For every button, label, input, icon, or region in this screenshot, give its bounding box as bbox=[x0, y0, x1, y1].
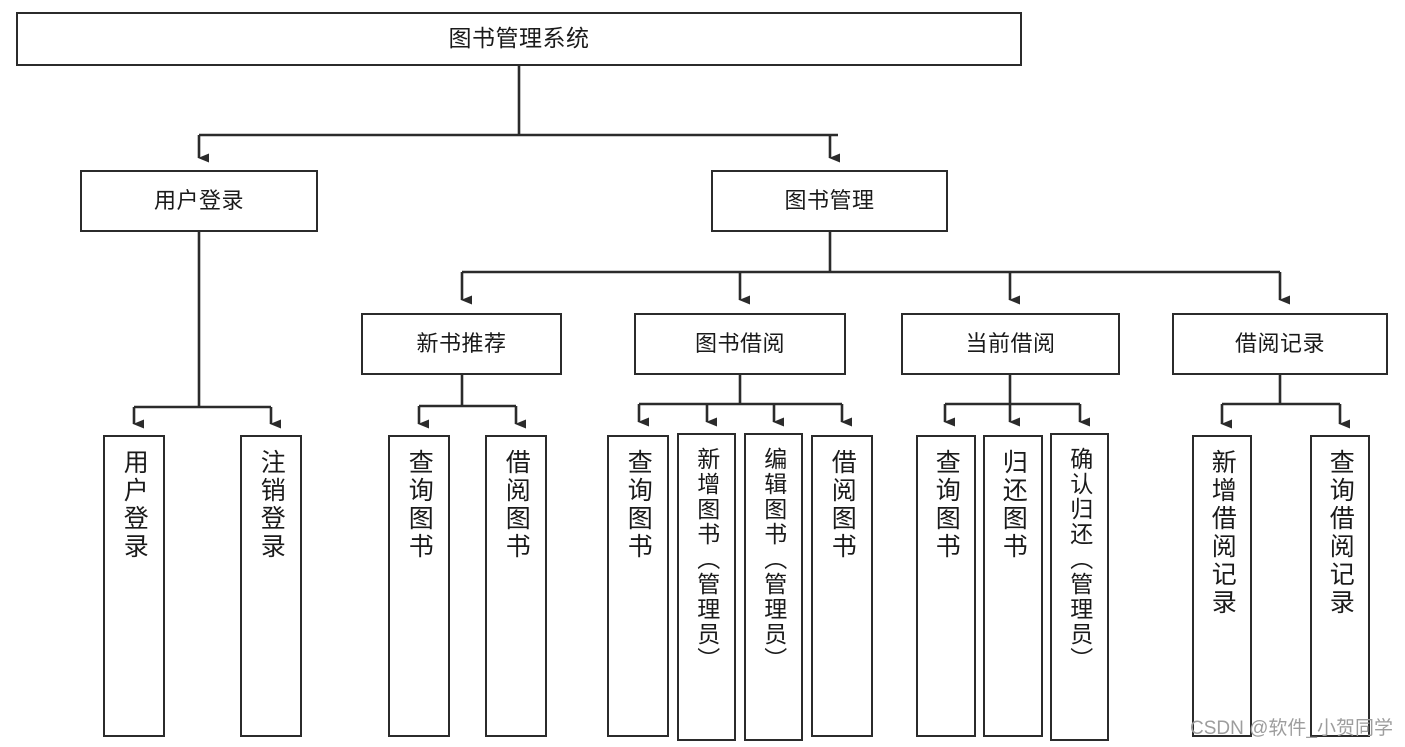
node-current-borrow[interactable]: 当前借阅 bbox=[901, 313, 1120, 375]
leaf-new-book-query[interactable]: 查询图书 bbox=[388, 435, 450, 737]
leaf-borrow-edit-book-admin[interactable]: 编辑图书（管理员） bbox=[744, 433, 803, 741]
leaf-label: 查询借阅记录 bbox=[1326, 449, 1355, 617]
leaf-borrow-add-book-admin[interactable]: 新增图书（管理员） bbox=[677, 433, 736, 741]
node-book-management-label: 图书管理 bbox=[784, 187, 875, 213]
leaf-current-confirm-return-admin[interactable]: 确认归还（管理员） bbox=[1050, 433, 1109, 741]
node-book-borrow[interactable]: 图书借阅 bbox=[634, 313, 846, 375]
node-root[interactable]: 图书管理系统 bbox=[16, 12, 1022, 66]
node-current-borrow-label: 当前借阅 bbox=[965, 330, 1056, 356]
leaf-label: 借阅图书 bbox=[828, 449, 857, 561]
leaf-label: 新增借阅记录 bbox=[1208, 449, 1237, 617]
node-new-book-recommend-label: 新书推荐 bbox=[416, 330, 507, 356]
leaf-label: 用户登录 bbox=[120, 449, 149, 561]
leaf-records-query-record[interactable]: 查询借阅记录 bbox=[1310, 435, 1370, 737]
node-book-borrow-label: 图书借阅 bbox=[694, 330, 785, 356]
leaf-user-login-signout[interactable]: 注销登录 bbox=[240, 435, 302, 737]
watermark: CSDN @软件_小贺同学 bbox=[1190, 718, 1393, 739]
node-user-login-label: 用户登录 bbox=[153, 187, 244, 213]
node-borrow-records-label: 借阅记录 bbox=[1234, 330, 1325, 356]
node-book-management[interactable]: 图书管理 bbox=[711, 170, 948, 232]
leaf-new-book-borrow[interactable]: 借阅图书 bbox=[485, 435, 547, 737]
node-borrow-records[interactable]: 借阅记录 bbox=[1172, 313, 1388, 375]
node-new-book-recommend[interactable]: 新书推荐 bbox=[361, 313, 562, 375]
leaf-borrow-query-book[interactable]: 查询图书 bbox=[607, 435, 669, 737]
leaf-label: 确认归还（管理员） bbox=[1066, 447, 1093, 672]
leaf-records-add-record[interactable]: 新增借阅记录 bbox=[1192, 435, 1252, 737]
leaf-label: 查询图书 bbox=[624, 449, 653, 561]
leaf-user-login-signin[interactable]: 用户登录 bbox=[103, 435, 165, 737]
leaf-borrow-borrow-book[interactable]: 借阅图书 bbox=[811, 435, 873, 737]
leaf-label: 新增图书（管理员） bbox=[693, 447, 720, 672]
leaf-label: 注销登录 bbox=[257, 449, 286, 561]
leaf-current-query-book[interactable]: 查询图书 bbox=[916, 435, 976, 737]
leaf-label: 借阅图书 bbox=[502, 449, 531, 561]
leaf-label: 归还图书 bbox=[999, 449, 1028, 561]
leaf-label: 查询图书 bbox=[932, 449, 961, 561]
leaf-label: 编辑图书（管理员） bbox=[760, 447, 787, 672]
node-root-label: 图书管理系统 bbox=[448, 25, 590, 52]
leaf-current-return-book[interactable]: 归还图书 bbox=[983, 435, 1043, 737]
node-user-login[interactable]: 用户登录 bbox=[80, 170, 318, 232]
leaf-label: 查询图书 bbox=[405, 449, 434, 561]
